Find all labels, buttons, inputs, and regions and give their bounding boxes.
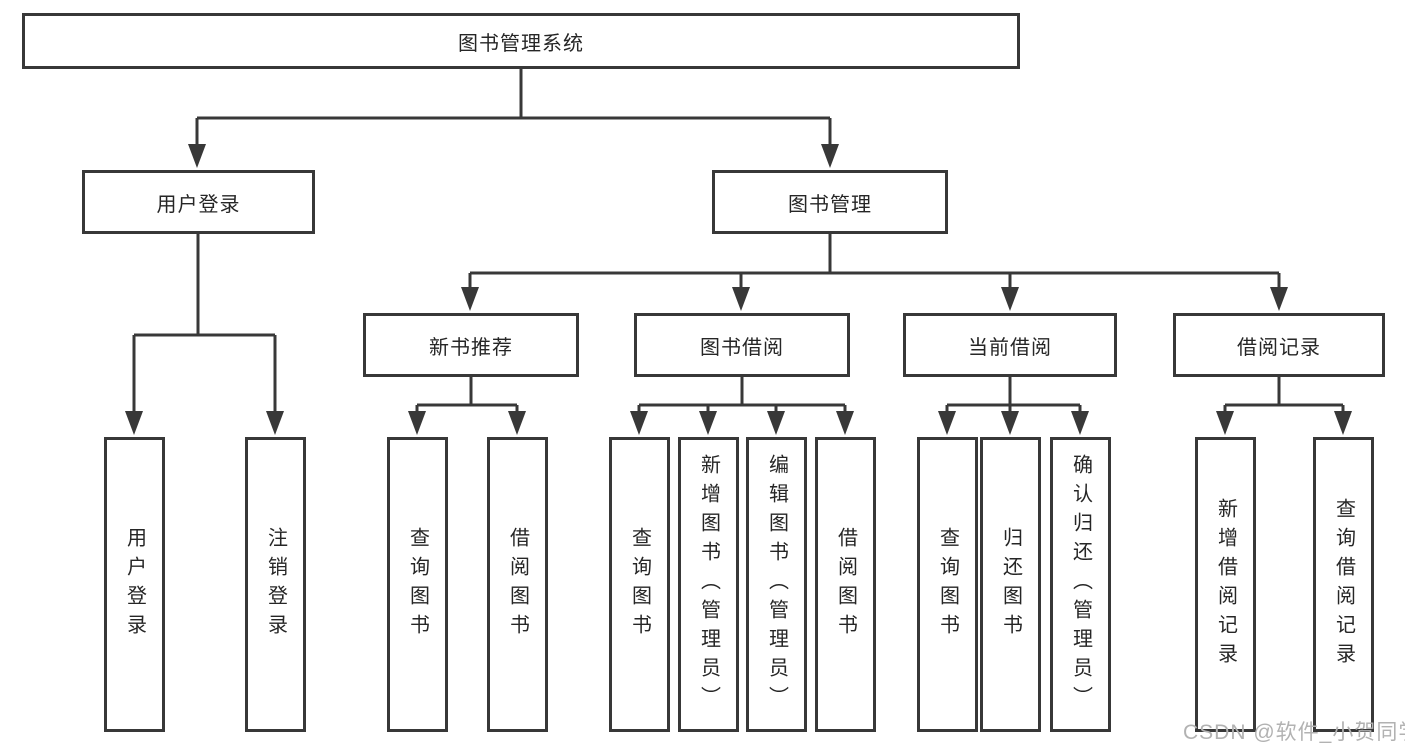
leaf-label: 查询图书: [628, 526, 651, 643]
node-library-management-system: 图书管理系统: [22, 13, 1020, 69]
leaf-label: 查询借阅记录: [1332, 497, 1355, 672]
leaf-user-login: 用户登录: [104, 437, 165, 732]
leaf-add-books-admin: 新增图书（管理员）: [678, 437, 739, 732]
leaf-label: 归还图书: [999, 526, 1022, 643]
node-label: 图书管理系统: [458, 32, 584, 55]
leaf-label: 用户登录: [123, 526, 146, 643]
leaf-label: 编辑图书（管理员）: [765, 454, 788, 715]
leaf-logout: 注销登录: [245, 437, 306, 732]
node-label: 新书推荐: [429, 336, 513, 359]
leaf-label: 查询图书: [936, 526, 959, 643]
leaf-query-books-current: 查询图书: [917, 437, 978, 732]
leaf-confirm-return-admin: 确认归还（管理员）: [1050, 437, 1111, 732]
leaf-label: 新增借阅记录: [1214, 497, 1237, 672]
leaf-label: 注销登录: [264, 526, 287, 643]
leaf-label: 查询图书: [406, 526, 429, 643]
arrowheads: [125, 144, 1352, 435]
leaf-query-borrow-record: 查询借阅记录: [1313, 437, 1374, 732]
node-label: 用户登录: [156, 193, 241, 216]
node-label: 图书管理: [788, 193, 872, 216]
node-label: 图书借阅: [700, 336, 784, 359]
leaf-label: 新增图书（管理员）: [697, 454, 720, 715]
node-book-management: 图书管理: [712, 170, 948, 234]
leaf-query-books-borrowing: 查询图书: [609, 437, 670, 732]
node-new-book-recommendation: 新书推荐: [363, 313, 579, 377]
leaf-query-books-recommend: 查询图书: [387, 437, 448, 732]
node-current-borrowing: 当前借阅: [903, 313, 1117, 377]
leaf-borrow-books-recommend: 借阅图书: [487, 437, 548, 732]
leaf-borrow-books-borrowing: 借阅图书: [815, 437, 876, 732]
node-book-borrowing: 图书借阅: [634, 313, 850, 377]
leaf-label: 借阅图书: [506, 526, 529, 643]
leaf-return-books: 归还图书: [980, 437, 1041, 732]
node-label: 借阅记录: [1237, 336, 1321, 359]
leaf-label: 确认归还（管理员）: [1069, 454, 1092, 715]
leaf-label: 借阅图书: [834, 526, 857, 643]
node-borrowing-records: 借阅记录: [1173, 313, 1385, 377]
node-label: 当前借阅: [968, 336, 1052, 359]
csdn-watermark: CSDN @软件_小贺同学: [1183, 721, 1405, 744]
node-user-login: 用户登录: [82, 170, 315, 234]
leaf-edit-books-admin: 编辑图书（管理员）: [746, 437, 807, 732]
leaf-add-borrow-record: 新增借阅记录: [1195, 437, 1256, 732]
